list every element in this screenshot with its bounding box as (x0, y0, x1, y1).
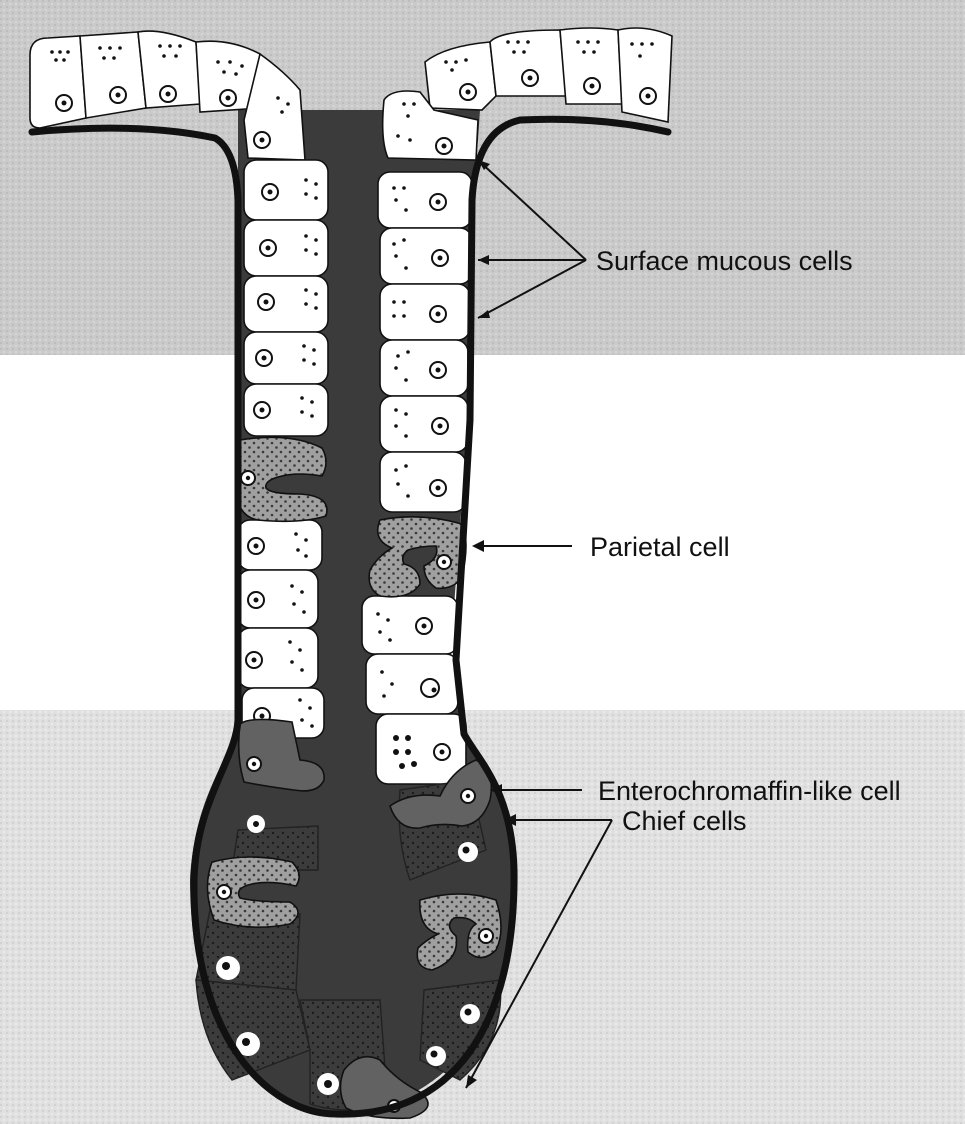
label-surface-mucous-cells: Surface mucous cells (596, 246, 853, 276)
label-chief-cells: Chief cells (622, 806, 747, 836)
ecl-nucleolus (466, 794, 470, 798)
surface-mucous-cell (30, 36, 86, 128)
surface-mucous-cell (618, 28, 672, 122)
label-ecl-cell: Enterochromaffin-like cell (598, 776, 901, 806)
surface-mucous-cell (380, 340, 468, 396)
parietal-nucleolus (442, 560, 446, 564)
mucous-neck-cell (366, 654, 458, 714)
surface-mucous-cell (244, 220, 328, 276)
parietal-nucleolus (246, 476, 250, 480)
surface-mucous-cell (380, 284, 470, 340)
surface-mucous-cell (378, 172, 472, 228)
parietal-nucleolus (484, 934, 488, 938)
mucous-neck-cell (376, 714, 466, 784)
surface-mucous-cell (380, 452, 466, 512)
surface-mucous-cell (244, 276, 328, 332)
surface-mucous-cell (80, 32, 146, 118)
surface-mucous-cell (380, 396, 468, 452)
parietal-nucleolus (222, 890, 226, 894)
surface-mucous-cell (380, 228, 472, 284)
mid-background (0, 355, 965, 710)
mucous-neck-cell (362, 596, 458, 654)
label-parietal-cell: Parietal cell (590, 532, 730, 562)
surface-mucous-cell (244, 160, 328, 220)
ecl-nucleolus (252, 762, 256, 766)
